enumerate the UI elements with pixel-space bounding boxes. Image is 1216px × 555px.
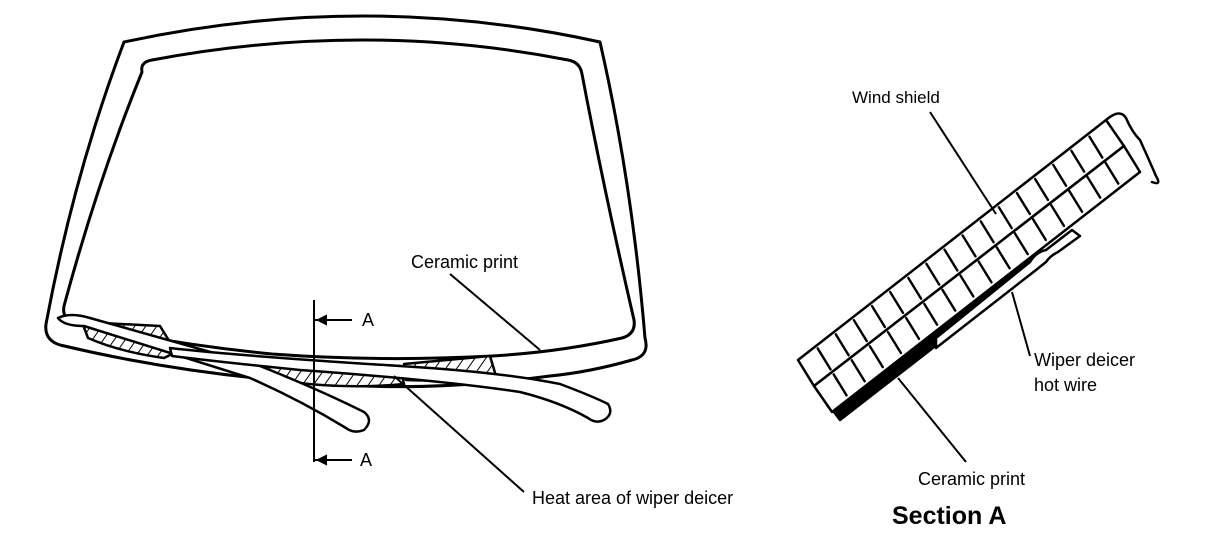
ceramic-print-label: Ceramic print [411, 252, 519, 272]
glass-hatch-tick [1031, 217, 1048, 242]
section-ceramic-print-label: Ceramic print [918, 469, 1026, 489]
glass-hatch-tick [925, 262, 941, 286]
hot-wire-leader [1011, 291, 1031, 357]
wiper-deicer-label-line1: Wiper deicer [1034, 350, 1136, 370]
glass-hatch-tick [888, 290, 905, 315]
glass-hatch-tick [1088, 135, 1104, 159]
glass-hatch-tick [1052, 163, 1068, 187]
glass-hatch-tick [832, 373, 848, 397]
heat-area-label: Heat area of wiper deicer [532, 488, 734, 508]
glass-hatch-tick [923, 302, 939, 326]
glass-hatch-tick [834, 333, 850, 357]
glass-hatch-tick [943, 248, 959, 272]
wind-shield-label: Wind shield [852, 88, 940, 107]
left-leader-lines [393, 273, 541, 493]
wiper-blade-right [168, 346, 612, 423]
glass-hatch-tick [868, 345, 884, 369]
section-marker-a-bottom: A [360, 450, 373, 470]
section-ceramic-print-leader [897, 377, 967, 463]
glass-hatch-tick [904, 316, 921, 341]
glass-hatch-tick [816, 347, 832, 371]
section-cut-line [313, 300, 352, 466]
section-a-title: Section A [892, 502, 1007, 530]
glass-hatch-tick [1015, 191, 1032, 216]
glass-ply-hatching [816, 135, 1120, 397]
glass-hatch-tick [959, 274, 975, 298]
glass-hatch-tick [1013, 232, 1029, 256]
section-marker-a-top: A [362, 310, 375, 330]
right-leader-lines [897, 111, 1031, 463]
glass-hatch-tick [852, 319, 868, 343]
glass-hatch-tick [977, 260, 993, 284]
glass-hatch-tick [1033, 177, 1050, 202]
wiper-deicer-label-line2: hot wire [1034, 375, 1098, 395]
glass-hatch-tick [1104, 161, 1120, 185]
windshield-outer-outline [44, 14, 648, 389]
wind-shield-leader [929, 111, 997, 215]
glass-hatch-tick [850, 359, 866, 383]
glass-hatch-tick [979, 220, 995, 244]
glass-hatch-tick [941, 288, 957, 312]
ceramic-print-leader [449, 273, 541, 351]
glass-hatch-tick [1068, 189, 1084, 213]
glass-hatch-tick [1086, 175, 1102, 199]
section-a-view [796, 112, 1160, 422]
windshield-inner-outline [62, 38, 636, 361]
glass-hatch-tick [1070, 149, 1086, 173]
glass-hatch-tick [870, 304, 887, 329]
heat-area-leader [393, 375, 525, 493]
glass-hatch-tick [997, 206, 1013, 230]
wiper-deicer-hot-wire [934, 228, 1082, 350]
glass-hatch-tick [907, 276, 923, 300]
glass-break-line [1104, 112, 1160, 185]
glass-hatch-tick [961, 234, 977, 258]
wiper-blades [56, 313, 612, 433]
glass-hatch-tick [886, 330, 903, 355]
glass-hatch-tick [1049, 203, 1066, 228]
glass-hatch-tick [995, 246, 1011, 270]
